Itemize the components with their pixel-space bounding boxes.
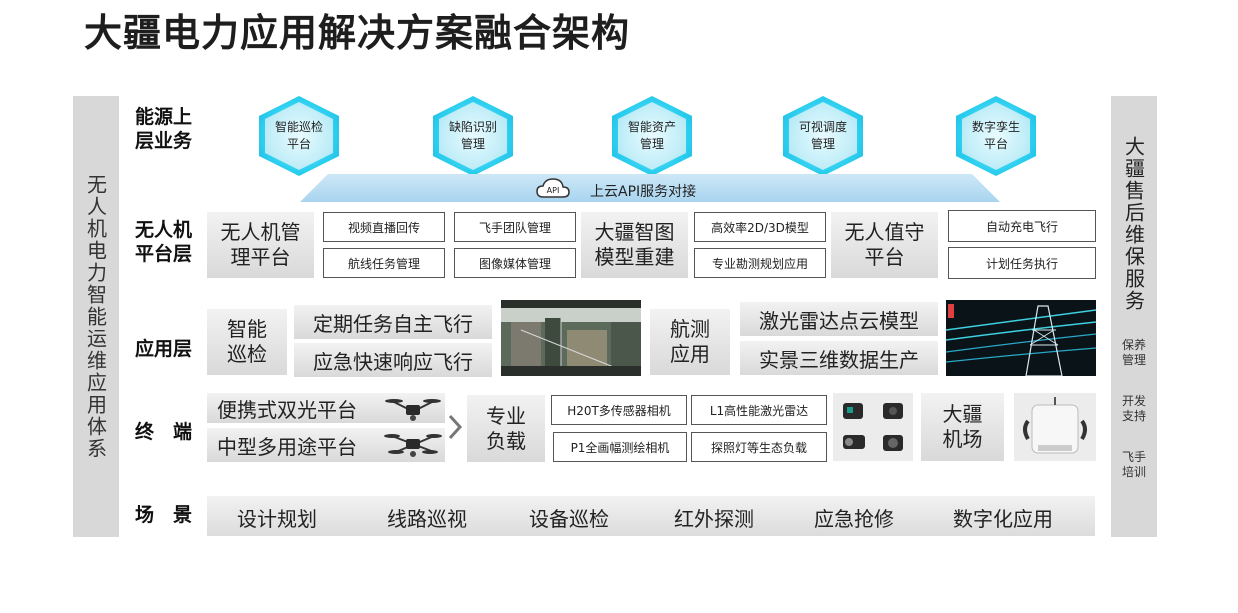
smart-inspection-app[interactable]: 智能巡检 <box>207 309 287 375</box>
app-scheduled-flight[interactable]: 定期任务自主飞行 <box>294 305 492 339</box>
payload-ecosystem[interactable]: 探照灯等生态负载 <box>691 432 827 462</box>
uav-management-platform[interactable]: 无人机管理平台 <box>207 212 314 278</box>
app-3d-reality[interactable]: 实景三维数据生产 <box>740 341 938 375</box>
feature-route-task[interactable]: 航线任务管理 <box>323 248 445 278</box>
terra-model-reconstruction[interactable]: 大疆智图模型重建 <box>581 212 688 278</box>
service-item-dev-support: 开发支持 <box>1121 394 1146 423</box>
inspection-site-photo <box>501 300 641 376</box>
hex-label: 缺陷识别管理 <box>448 120 497 151</box>
hex-dispatch-management[interactable]: 可视调度管理 <box>783 96 863 176</box>
api-band <box>300 174 1000 202</box>
feature-2d3d-model[interactable]: 高效率2D/3D模型 <box>694 212 826 242</box>
layer-label-platform: 无人机平台层 <box>135 219 193 265</box>
scene-line-patrol[interactable]: 线路巡视 <box>387 507 467 531</box>
hex-label: 数字孪生平台 <box>971 120 1020 151</box>
survey-app[interactable]: 航测应用 <box>650 309 730 375</box>
scene-emergency-repair[interactable]: 应急抢修 <box>814 507 894 531</box>
drone-icon <box>385 399 441 421</box>
right-sidebar: 大疆售后维保服务 保养管理 开发支持 飞手培训 <box>1111 96 1157 537</box>
api-service-text: 上云API服务对接 <box>590 184 697 200</box>
cloud-api-icon: API <box>536 178 570 198</box>
layer-label-application: 应用层 <box>135 338 193 360</box>
payload-p1[interactable]: P1全画幅测绘相机 <box>553 432 687 462</box>
hex-label: 智能资产管理 <box>627 120 676 151</box>
hex-asset-management[interactable]: 智能资产管理 <box>612 96 692 176</box>
medium-multipurpose-platform[interactable]: 中型多用途平台 <box>207 428 445 462</box>
page-title: 大疆电力应用解决方案融合架构 <box>84 11 631 55</box>
dock-image <box>1014 393 1096 461</box>
hex-smart-inspection[interactable]: 智能巡检平台 <box>259 96 339 176</box>
hex-label: 可视调度管理 <box>798 120 847 151</box>
service-item-maintenance: 保养管理 <box>1121 338 1146 367</box>
chevron-right-icon <box>448 414 463 440</box>
dji-dock[interactable]: 大疆机场 <box>921 393 1004 461</box>
scene-equipment-inspection[interactable]: 设备巡检 <box>529 507 609 531</box>
service-item-pilot-training: 飞手培训 <box>1121 450 1146 479</box>
svg-text:API: API <box>547 186 560 195</box>
hex-digital-twin[interactable]: 数字孪生平台 <box>956 96 1036 176</box>
left-sidebar: 无人机电力智能运维应用体系 <box>73 96 119 537</box>
feature-scheduled-task[interactable]: 计划任务执行 <box>948 247 1096 279</box>
payload-h20t[interactable]: H20T多传感器相机 <box>551 395 687 425</box>
payload-l1[interactable]: L1高性能激光雷达 <box>691 395 827 425</box>
feature-survey-planning[interactable]: 专业勘测规划应用 <box>694 248 826 278</box>
professional-payload[interactable]: 专业负载 <box>467 395 545 462</box>
scene-infrared-detection[interactable]: 红外探测 <box>674 507 754 531</box>
scene-design-planning[interactable]: 设计规划 <box>237 507 317 531</box>
after-sales-label: 大疆售后维保服务 <box>1121 136 1146 312</box>
payload-camera-icons <box>833 393 913 461</box>
feature-auto-charging[interactable]: 自动充电飞行 <box>948 210 1096 242</box>
scene-digital-application[interactable]: 数字化应用 <box>953 507 1053 531</box>
layer-label-scene: 场 景 <box>135 504 193 526</box>
app-lidar-pointcloud[interactable]: 激光雷达点云模型 <box>740 302 938 336</box>
unattended-platform[interactable]: 无人值守平台 <box>831 212 938 278</box>
hex-label: 智能巡检平台 <box>274 120 323 151</box>
system-label: 无人机电力智能运维应用体系 <box>83 173 108 460</box>
app-emergency-flight[interactable]: 应急快速响应飞行 <box>294 343 492 377</box>
drone-icon <box>384 434 442 457</box>
feature-media-management[interactable]: 图像媒体管理 <box>454 248 576 278</box>
feature-video-live[interactable]: 视频直播回传 <box>323 212 445 242</box>
layer-label-terminal: 终 端 <box>135 421 193 443</box>
layer-label-business: 能源上层业务 <box>135 106 193 152</box>
scene-bar <box>207 496 1095 536</box>
feature-pilot-team[interactable]: 飞手团队管理 <box>454 212 576 242</box>
pointcloud-photo <box>946 300 1096 376</box>
hex-defect-recognition[interactable]: 缺陷识别管理 <box>433 96 513 176</box>
